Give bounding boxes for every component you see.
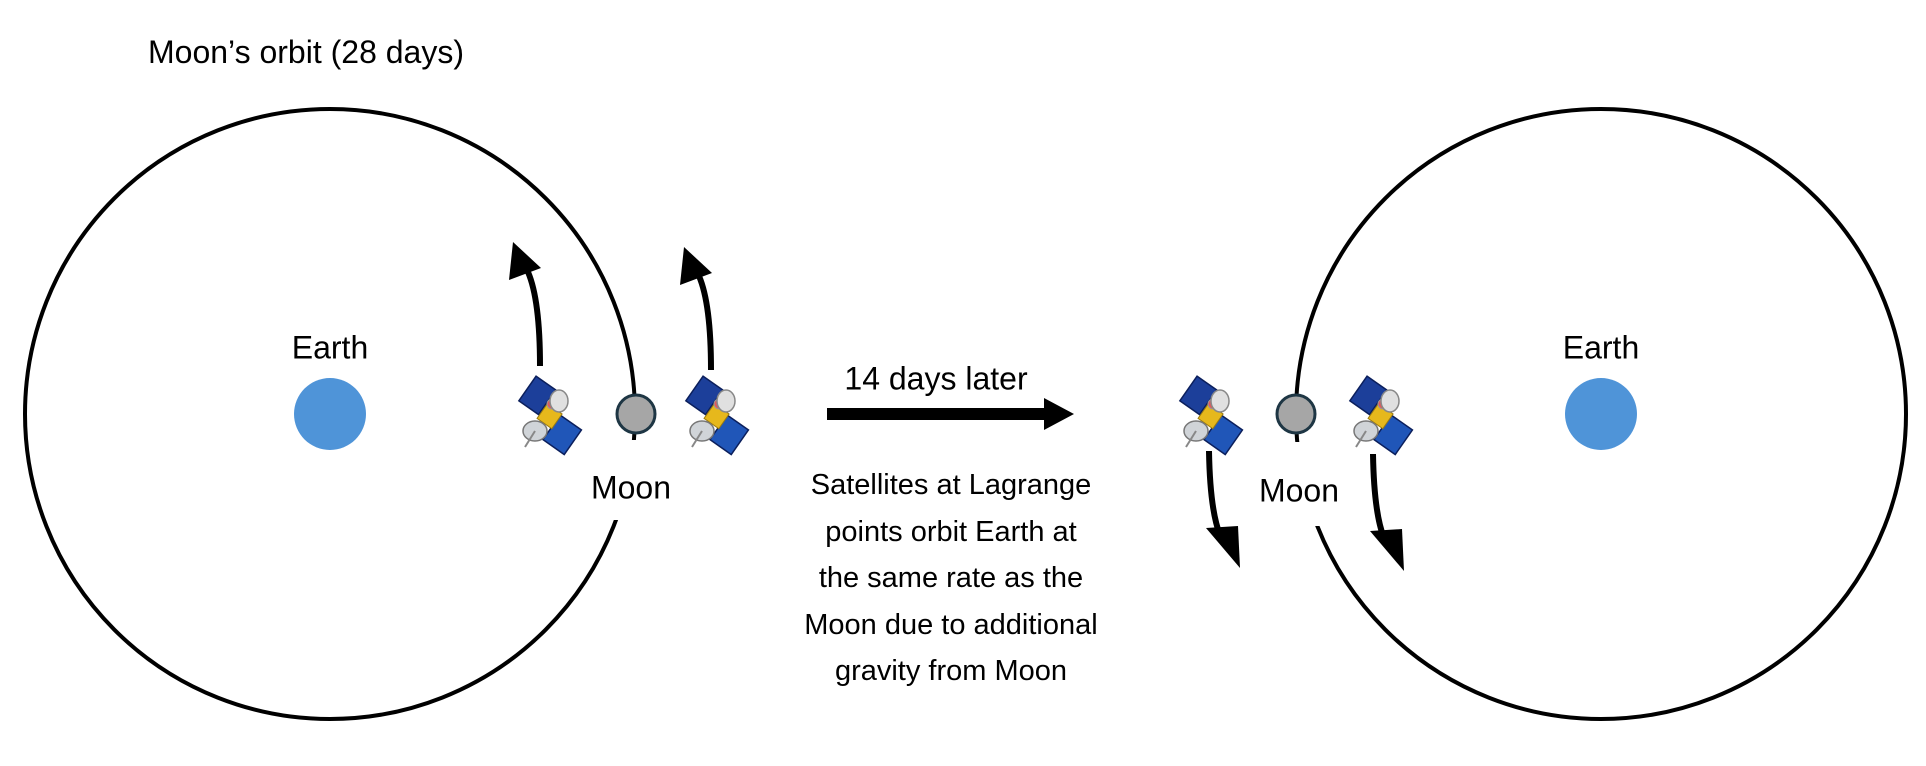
right-outer-arrowhead xyxy=(1206,526,1240,568)
explanation-line: Satellites at Lagrange xyxy=(810,469,1092,501)
left-earth-label: Earth xyxy=(291,329,369,366)
diagram-title: Moon’s orbit (28 days) xyxy=(148,34,464,70)
left-moon xyxy=(615,393,657,435)
explanation-line: the same rate as the xyxy=(818,562,1084,594)
left-outer-arrow xyxy=(696,274,714,371)
right-outer-arrow xyxy=(1206,450,1223,537)
right-inner-arrow xyxy=(1370,453,1387,540)
right-inner-arrowhead xyxy=(1370,529,1404,571)
right-earth-label: Earth xyxy=(1562,329,1640,366)
right-satellite-inner-icon xyxy=(1348,375,1414,456)
explanation-line: points orbit Earth at xyxy=(825,515,1077,548)
left-satellite-outer-icon xyxy=(684,375,750,456)
left-satellite-inner-icon xyxy=(517,375,583,456)
explanation-line: Moon due to additional xyxy=(804,608,1098,641)
right-orbit-gap xyxy=(1262,442,1332,526)
left-inner-arrow xyxy=(525,270,543,367)
right-moon xyxy=(1275,393,1317,435)
left-earth xyxy=(294,378,366,450)
transition-label: 14 days later xyxy=(844,360,1028,397)
left-inner-arrowhead xyxy=(509,242,541,280)
right-moon-label: Moon xyxy=(1258,472,1340,509)
right-earth xyxy=(1565,378,1637,450)
right-satellite-outer-icon xyxy=(1178,375,1244,456)
explanation-text: Satellites at Lagrange points orbit Eart… xyxy=(741,462,1161,695)
transition-arrowhead xyxy=(1044,398,1074,430)
left-orbit-gap xyxy=(596,440,666,520)
left-moon-label: Moon xyxy=(590,469,672,506)
explanation-line: gravity from Moon xyxy=(834,655,1068,687)
left-outer-arrowhead xyxy=(680,247,712,285)
